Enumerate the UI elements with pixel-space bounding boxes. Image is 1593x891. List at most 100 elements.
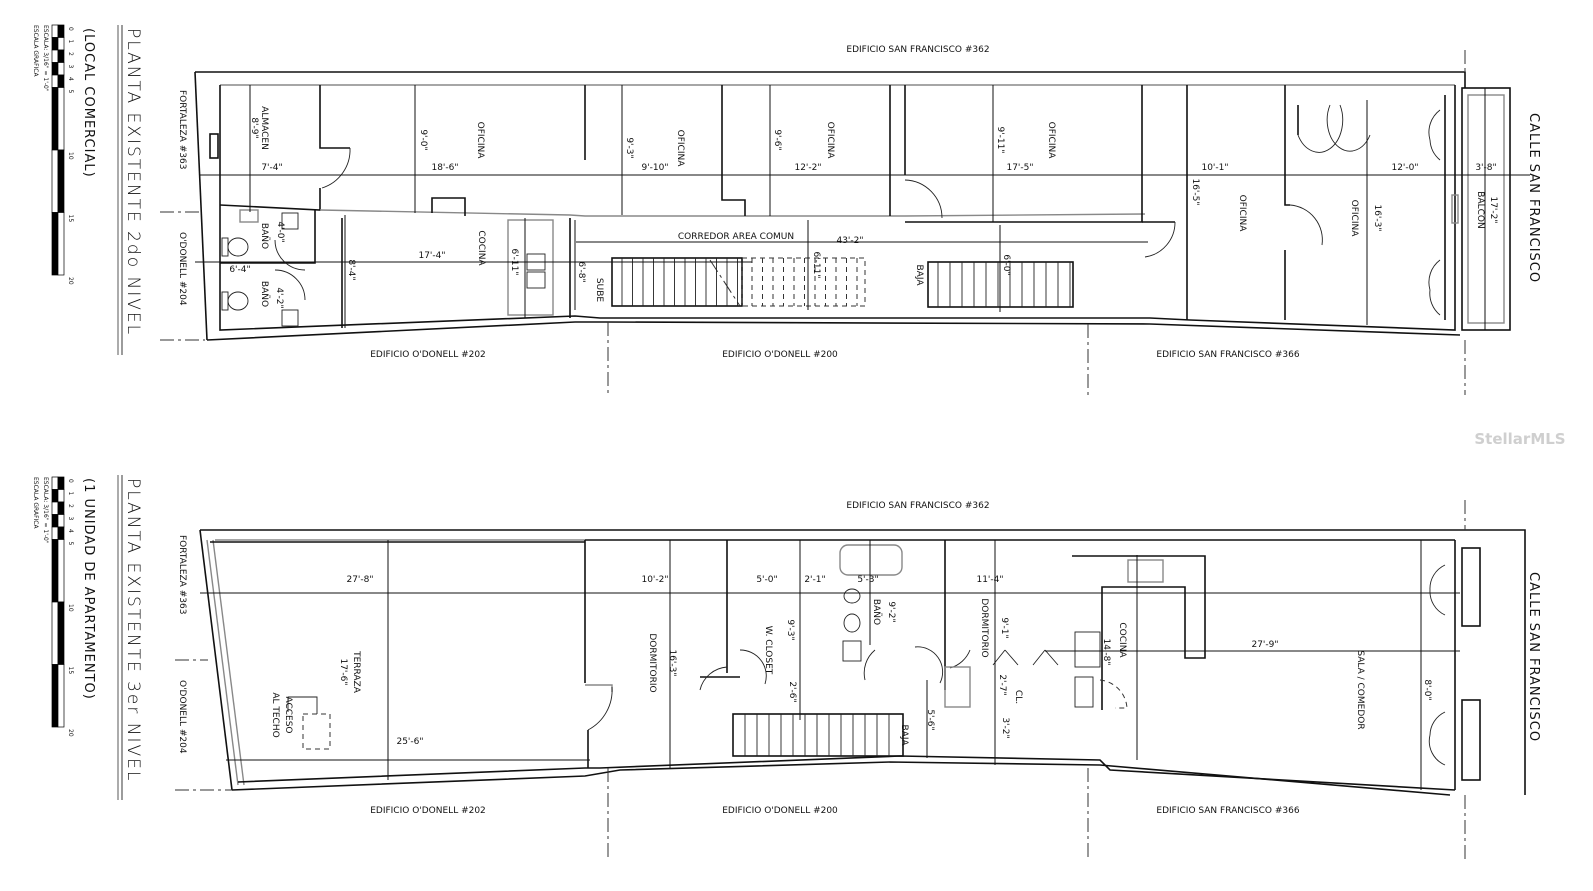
room-label-almacen: ALMACEN [259,106,269,150]
scale-segment [51,476,59,490]
room-label-cocina_d2: 17'-4" [418,251,445,261]
room-label-dorm1_d2: 16'-3" [667,649,677,676]
scale-tick-label: 15 [67,667,74,675]
room-label-sube: SUBE [594,278,604,302]
scale-text: ESCALA: 3/16" = 1'-0" [42,477,49,544]
scale-segment [57,514,65,528]
scale-segment [51,149,59,213]
room-label-d_3_2: 3'-2" [1000,717,1010,738]
room-label-of2_d2: 9'-10" [641,163,668,173]
room-label-dorm2_d2: 9'-1" [999,617,1009,638]
room-label-of5_d: 16'-5" [1190,178,1200,205]
neighbor-top: EDIFICIO SAN FRANCISCO #362 [846,45,989,55]
scale-tick-label: 0 [67,479,74,483]
watermark-logo: StellarMLS [1474,430,1565,448]
room-label-stair_d1: 6'-8" [576,261,586,282]
room-label-of6: OFICINA [1349,200,1359,238]
room-label-of5: OFICINA [1237,195,1247,233]
scale-segment [57,664,65,728]
scale-segment [51,37,59,51]
room-label-of2: OFICINA [675,130,685,168]
room-label-of4_d2: 17'-5" [1006,163,1033,173]
plan-2do-nivel [51,24,1530,395]
scale-segment [57,601,65,665]
scale-tick-label: 15 [67,215,74,223]
neighbor-top: EDIFICIO SAN FRANCISCO #362 [846,501,989,511]
room-label-baja: BAJA [914,265,924,287]
room-label-dorm2: DORMITORIO [979,598,989,657]
scale-segment [57,62,65,76]
neighbor-bottom-mid: EDIFICIO O'DONELL #200 [722,350,838,360]
neighbor-bottom-right: EDIFICIO SAN FRANCISCO #366 [1156,350,1299,360]
scale-segment [51,526,59,540]
room-label-acceso2: AL TECHO [270,692,280,737]
scale-tick-label: 3 [67,65,74,69]
title-block [51,24,123,355]
room-label-corredor: CORREDOR AREA COMUN [678,232,794,242]
scale-text: ESCALA: 3/16" = 1'-0" [42,25,49,92]
title-block [51,475,123,800]
scale-segment [51,539,59,603]
plan-subtitle: (1 UNIDAD DE APARTAMENTO) [81,478,96,700]
room-label-acceso1: ACCESO [283,696,293,733]
scale-tick-label: 1 [67,40,74,44]
room-label-of4: OFICINA [1046,122,1056,160]
scale-segment [57,74,65,88]
room-label-cocina: COCINA [1117,622,1127,658]
scale-tick-label: 4 [67,529,74,533]
walls [194,71,1511,341]
scale-segment [51,501,59,515]
room-label-bano1_d1: 4'-0" [275,221,285,242]
scale-segment [57,49,65,63]
scale-tick-label: 4 [67,77,74,81]
scale-tick-label: 5 [67,90,74,94]
room-label-bano_d1: 5'-3" [857,575,878,585]
scale-segment [57,149,65,213]
plan-3er-nivel [51,475,1526,860]
neighbor-left-lower: O'DONELL #204 [177,232,187,306]
room-label-dorm1_d1: 10'-2" [641,575,668,585]
neighbor-bottom-left: EDIFICIO O'DONELL #202 [370,806,486,816]
room-label-sala_d1: 27'-9" [1251,640,1278,650]
room-label-bano_d2: 9'-2" [886,601,896,622]
scale-segment [51,212,59,276]
scale-segment [57,87,65,151]
scale-segment [51,62,59,76]
room-label-of2_d1: 9'-3" [624,137,634,158]
room-label-of3: OFICINA [825,122,835,160]
room-label-sala: SALA / COMEDOR [1355,650,1365,729]
room-label-cocina: COCINA [476,230,486,266]
room-label-dorm1: DORMITORIO [647,633,657,692]
dimension-lines [175,500,1466,860]
dimension-lines [160,50,1530,395]
scale-tick-label: 1 [67,492,74,496]
room-label-bano2: BAÑO [259,281,270,307]
room-label-balcon: BALCON [1475,191,1485,228]
room-label-almacen_d2: 7'-4" [261,163,282,173]
room-label-of4_d1: 9'-11" [995,126,1005,153]
room-label-bano1_d2: 6'-4" [229,265,250,275]
room-label-d_2_7: 2'-7" [997,674,1007,695]
street-label: CALLE SAN FRANCISCO [1526,113,1541,283]
scale-segment [51,601,59,665]
room-label-closet_d2: 9'-3" [785,619,795,640]
room-label-baja: BAJA [899,725,909,747]
room-label-cocina_d: 14'-8" [1101,638,1111,665]
scale-tick-label: 5 [67,542,74,546]
scale-caption: ESCALA GRAFICA [32,477,39,529]
room-label-sala_d2: 8'-0" [1422,679,1432,700]
room-label-terraza: TERRAZA [351,650,361,694]
room-label-d_5_6: 5'-6" [925,709,935,730]
plan-subtitle: (LOCAL COMERCIAL) [81,28,96,178]
scale-caption: ESCALA GRAFICA [32,25,39,77]
scale-segment [57,24,65,38]
scale-segment [57,212,65,276]
room-label-d_3_8: 3'-8" [1475,163,1496,173]
room-label-terraza_d1: 27'-8" [346,575,373,585]
room-label-bano: BAÑO [871,599,882,625]
scale-tick-label: 0 [67,27,74,31]
room-label-of1_d1: 9'-0" [418,129,428,150]
scale-segment [57,37,65,51]
